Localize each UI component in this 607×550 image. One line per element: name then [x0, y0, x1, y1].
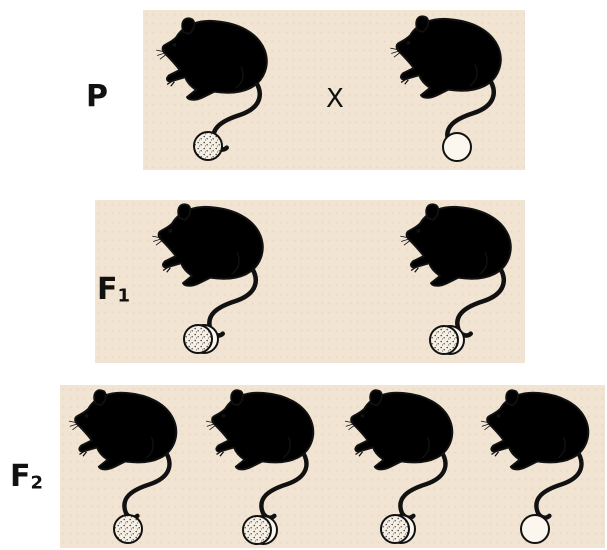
f2-coat-circle-3	[379, 511, 419, 547]
f2-spotted-mouse-2	[199, 386, 327, 522]
f1-coat-circle-1	[182, 321, 222, 357]
f1-label: F1	[97, 275, 130, 306]
f2-coat-circle-2	[241, 512, 281, 548]
f2-spotted-mouse-3	[338, 386, 466, 522]
f1-coat-circle-2	[428, 322, 468, 358]
f2-coat-circle-1	[111, 512, 145, 546]
parental-label: P	[86, 82, 108, 112]
f2-label: F2	[10, 462, 43, 493]
f1-spotted-mouse-1	[146, 200, 276, 340]
cross-symbol: X	[326, 86, 344, 112]
f2-white-mouse	[474, 386, 602, 522]
parent-white-coat-circle	[440, 130, 474, 164]
f2-spotted-mouse-1	[62, 386, 190, 522]
f1-spotted-mouse-2	[394, 200, 524, 340]
f2-white-coat-circle	[518, 512, 552, 546]
parent-spotted-coat-circle	[191, 129, 225, 163]
